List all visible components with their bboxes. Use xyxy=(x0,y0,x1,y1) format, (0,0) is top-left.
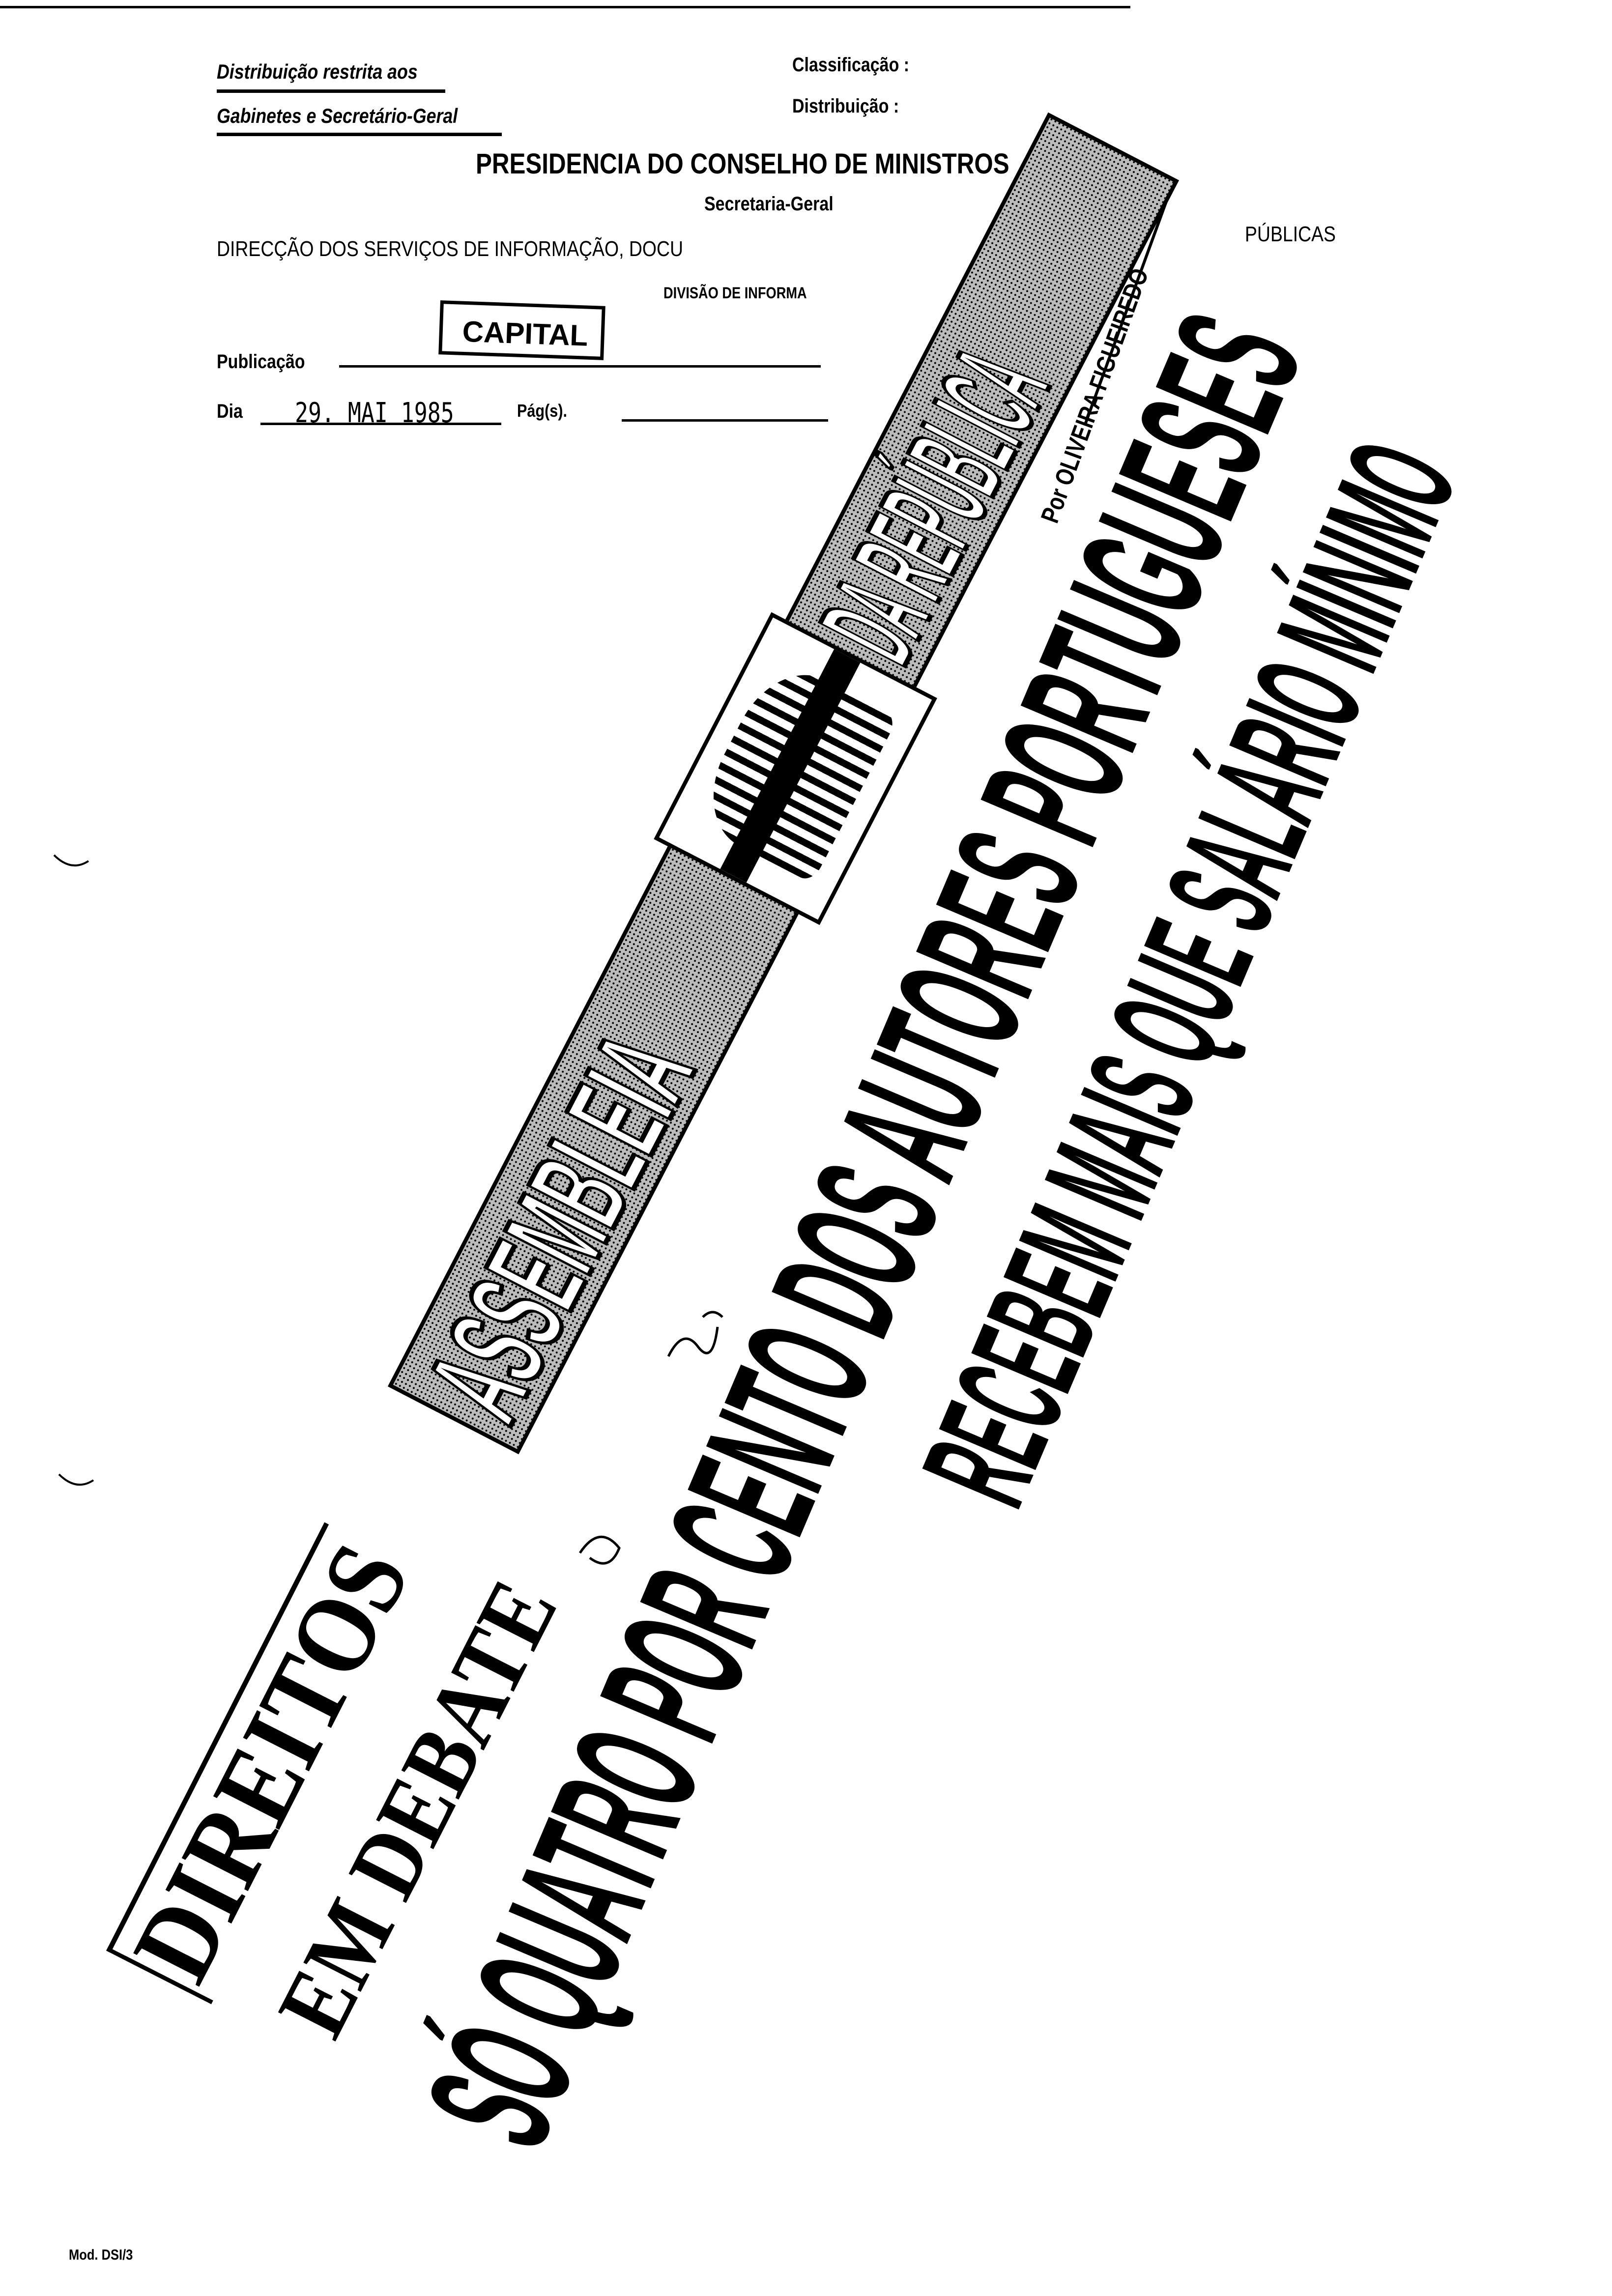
distribuicao-label: Distribuição : xyxy=(792,95,899,117)
form-code: Mod. DSI/3 xyxy=(69,2247,133,2263)
dia-field-line xyxy=(260,423,501,425)
dia-value: 29. MAI 1985 xyxy=(295,397,454,429)
underline xyxy=(217,133,502,136)
classificacao-label: Classificação : xyxy=(792,54,910,76)
page-title: PRESIDENCIA DO CONSELHO DE MINISTROS xyxy=(476,148,1009,180)
dia-label: Dia xyxy=(217,401,243,422)
restriction-line-2: Gabinetes e Secretário-Geral xyxy=(217,104,458,127)
pags-label: Pág(s). xyxy=(517,401,568,421)
division-line: DIVISÃO DE INFORMA xyxy=(663,284,807,302)
direction-line-end: PÚBLICAS xyxy=(1245,222,1336,246)
restriction-line-1: Distribuição restrita aos xyxy=(217,60,418,83)
subtitle: Secretaria-Geral xyxy=(704,193,834,215)
top-border-line xyxy=(0,6,1130,8)
pags-field-line xyxy=(622,419,828,422)
margin-mark xyxy=(58,1473,94,1486)
publicacao-field-line xyxy=(339,365,821,368)
margin-mark xyxy=(53,854,89,867)
underline xyxy=(217,89,445,93)
direction-line: DIRECÇÃO DOS SERVIÇOS DE INFORMAÇÃO, DOC… xyxy=(217,237,683,261)
handwritten-annotation xyxy=(667,1311,723,1357)
publicacao-label: Publicação xyxy=(217,351,305,373)
handwritten-loop xyxy=(578,1535,621,1565)
